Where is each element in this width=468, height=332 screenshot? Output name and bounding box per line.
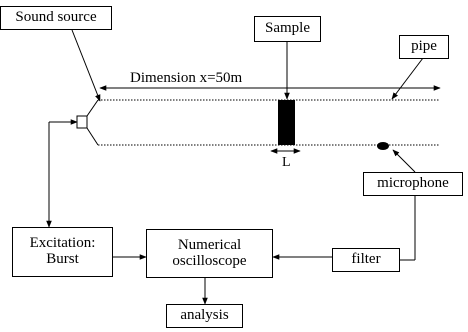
speaker-horn-top <box>86 99 99 117</box>
dimension-label: Dimension x=50m <box>128 70 245 87</box>
sound-source-pointer <box>71 29 101 102</box>
microphone-pointer <box>392 149 416 173</box>
sound-source-box: Sound source <box>0 6 112 30</box>
speaker-horn-bottom <box>86 127 99 146</box>
analysis-box: analysis <box>166 304 243 328</box>
microphone-box: microphone <box>363 172 463 196</box>
excitation-box: Excitation: Burst <box>12 227 113 277</box>
speaker-body <box>76 115 88 129</box>
filter-label: filter <box>351 251 381 268</box>
sample-block <box>278 100 295 145</box>
pipe-box: pipe <box>399 35 449 59</box>
oscilloscope-box: Numerical oscilloscope <box>146 229 273 278</box>
pipe-label: pipe <box>411 38 437 55</box>
excitation-label-line1: Excitation: <box>29 235 96 252</box>
oscilloscope-label-line2: oscilloscope <box>172 252 247 269</box>
microphone-label: microphone <box>377 175 449 192</box>
filter-box: filter <box>332 248 400 272</box>
sound-source-label: Sound source <box>15 9 97 26</box>
oscilloscope-label-line1: Numerical <box>177 236 242 253</box>
excitation-label-line2: Burst <box>46 251 79 267</box>
pipe-pointer <box>391 57 424 100</box>
sample-box: Sample <box>254 16 321 42</box>
analysis-label: analysis <box>180 307 229 324</box>
microphone-icon <box>377 142 389 150</box>
sample-label: Sample <box>265 20 310 37</box>
sample-length-label: L <box>282 155 291 170</box>
